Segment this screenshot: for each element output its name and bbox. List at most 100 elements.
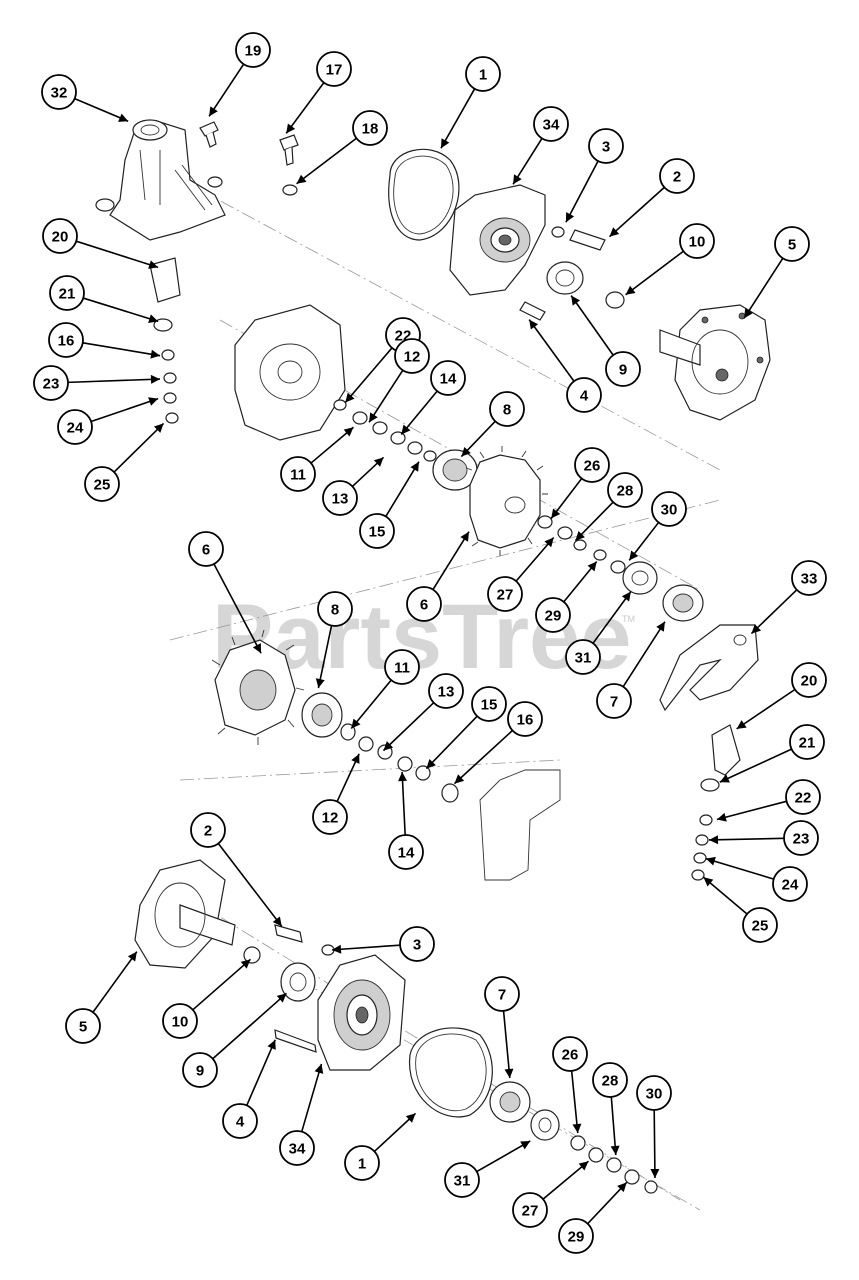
parts-11-12-13-14-15-16-mid <box>340 723 459 803</box>
callout-arrowhead <box>240 959 251 969</box>
callout-label: 26 <box>584 458 601 475</box>
callout-arrowhead <box>373 457 384 467</box>
callout-25: 25 <box>703 876 778 943</box>
callout-29: 29 <box>558 1181 628 1254</box>
callout-arrowhead <box>454 774 465 784</box>
callout-leader-line <box>400 390 438 435</box>
callout-arrowhead <box>719 774 730 783</box>
callout-leader-line <box>705 857 774 880</box>
part-34-cover-top <box>449 184 546 296</box>
callout-12: 12 <box>368 338 430 423</box>
callout-arrowhead <box>209 106 218 117</box>
callout-circle <box>465 56 501 92</box>
callout-circle <box>359 513 395 549</box>
callout-label: 28 <box>617 483 634 500</box>
callout-arrowhead <box>296 174 307 184</box>
callout-arrowhead <box>331 944 342 954</box>
callout-14: 14 <box>388 771 424 870</box>
callout-leader-line <box>608 186 665 238</box>
callout-27: 27 <box>512 1160 589 1228</box>
callout-label: 11 <box>394 660 410 677</box>
callout-arrowhead <box>426 758 436 769</box>
callout-arrowhead <box>148 397 159 406</box>
callout-circle <box>280 456 316 492</box>
callout-circle <box>592 1062 628 1098</box>
callout-13: 13 <box>382 673 464 752</box>
callout-label: 34 <box>543 117 560 134</box>
callout-arrowhead <box>343 427 354 437</box>
callout-circle <box>574 447 610 483</box>
callout-label: 16 <box>58 333 75 350</box>
callout-leader-line <box>502 1010 511 1079</box>
callout-circle <box>344 1145 380 1181</box>
callout-arrowhead <box>383 741 394 751</box>
part-4-bolt-top <box>519 301 546 321</box>
callout-arrowhead <box>520 1140 531 1150</box>
callout-arrowhead <box>610 1145 620 1156</box>
callout-27: 27 <box>487 536 555 612</box>
callout-label: 7 <box>610 694 618 711</box>
callout-circle <box>789 724 825 760</box>
callout-leader-line <box>82 342 161 357</box>
callout-5: 5 <box>65 951 138 1044</box>
part-31-seal-mid <box>622 561 658 595</box>
callout-23: 23 <box>708 820 819 856</box>
callout-label: 25 <box>94 477 111 494</box>
callout-arrowhead <box>551 508 561 519</box>
callout-leader-line <box>285 82 325 134</box>
part-5-hub-bottom <box>134 859 236 969</box>
callout-6: 6 <box>406 531 470 622</box>
callout-circle <box>535 597 571 633</box>
callout-circle <box>783 820 819 856</box>
callout-circle <box>430 360 466 396</box>
callout-label: 10 <box>172 1014 189 1031</box>
callout-label: 29 <box>545 608 562 625</box>
callout-leader-line <box>90 397 159 423</box>
part-7-bearing-mid <box>662 584 704 622</box>
callout-31: 31 <box>565 591 632 675</box>
callout-label: 3 <box>602 139 610 156</box>
callout-arrowhead <box>629 550 639 561</box>
callout-arrowhead <box>572 1123 582 1134</box>
callout-label: 30 <box>661 502 678 519</box>
callout-leader-line <box>750 589 798 635</box>
callout-circle <box>791 560 827 596</box>
callout-circle <box>65 1008 101 1044</box>
callout-leader-line <box>401 771 406 836</box>
callout-circle <box>605 351 641 387</box>
callout-leader-line <box>736 688 796 730</box>
callout-leader-line <box>708 837 785 841</box>
callout-circle <box>507 701 543 737</box>
callout-arrowhead <box>272 916 282 927</box>
callout-5: 5 <box>743 226 810 319</box>
callout-label: 27 <box>522 1203 539 1220</box>
callout-32: 32 <box>41 74 129 122</box>
callout-circle <box>41 74 77 110</box>
callout-arrowhead <box>267 1039 276 1050</box>
callout-leader-line <box>625 250 684 296</box>
callout-leader-line <box>373 1112 417 1153</box>
callout-circle <box>659 158 695 194</box>
callout-leader-line <box>382 702 435 752</box>
callout-leader-line <box>82 297 159 323</box>
part-6-gear-left <box>211 629 305 745</box>
part-1-gasket-top <box>388 148 460 241</box>
callout-label: 2 <box>204 823 212 840</box>
callout-leader-line <box>213 563 262 654</box>
callout-3: 3 <box>331 926 435 962</box>
part-6-gear-top <box>465 446 548 556</box>
callout-2: 2 <box>608 158 695 238</box>
callout-label: 5 <box>788 237 796 254</box>
callout-arrowhead <box>351 718 361 729</box>
callout-label: 22 <box>795 790 812 807</box>
callout-1: 1 <box>440 56 501 149</box>
callout-21: 21 <box>49 275 159 324</box>
callout-3: 3 <box>565 128 624 223</box>
callout-14: 14 <box>400 360 466 435</box>
callout-leader-line <box>570 295 614 356</box>
callout-label: 1 <box>358 1156 366 1173</box>
part-3-washer-top <box>551 226 565 238</box>
parts-26-27-28-29-top <box>537 515 626 574</box>
callout-arrowhead <box>656 621 665 632</box>
part-9-seal-bottom <box>280 962 316 1002</box>
